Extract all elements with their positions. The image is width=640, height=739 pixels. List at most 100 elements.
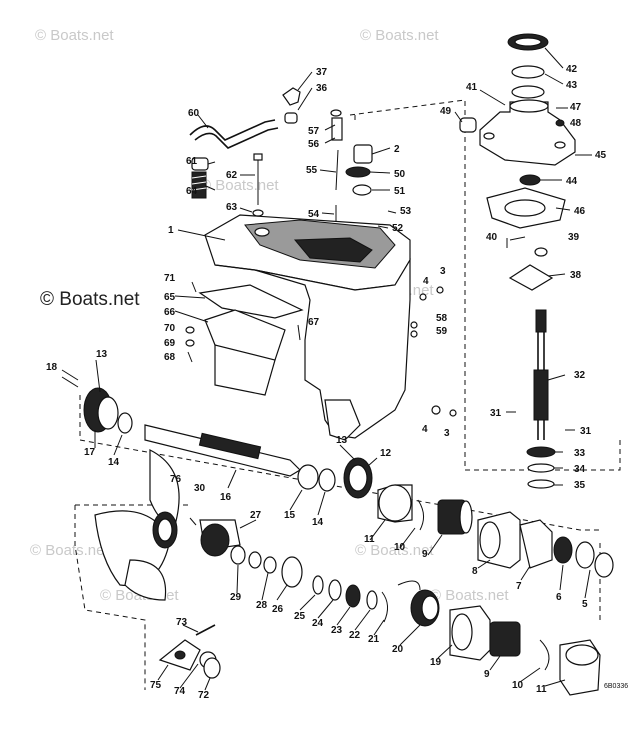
leader	[239, 207, 253, 213]
callout-53: 53	[400, 206, 412, 217]
leader	[339, 444, 356, 461]
screw-4-lower	[431, 405, 441, 415]
washer-34	[527, 463, 555, 473]
callout-17: 17	[84, 447, 96, 458]
leader	[454, 111, 463, 123]
callout-51: 51	[394, 186, 406, 197]
leader	[373, 619, 385, 636]
leader	[205, 185, 216, 191]
leader	[317, 491, 326, 516]
driveshaft-threads	[533, 369, 549, 421]
callout-46: 46	[574, 206, 586, 217]
driveshaft-32	[506, 309, 575, 489]
leader	[477, 559, 491, 569]
leader	[369, 519, 386, 541]
spring-body	[191, 171, 207, 199]
leader	[321, 212, 335, 215]
leader	[197, 114, 209, 129]
leader	[336, 606, 351, 626]
o-ring-39	[534, 247, 548, 257]
gearcase-body	[214, 257, 411, 439]
seal-42-inner	[514, 37, 542, 47]
leader	[317, 599, 334, 619]
propeller-blade-c	[124, 559, 167, 601]
housing-hole	[483, 132, 495, 140]
callout-16: 16	[220, 492, 232, 503]
callout-labels: 37 36 60 57 56 2 55 50 51 42 43 47 41 49…	[46, 64, 607, 701]
leader	[276, 584, 288, 601]
callout-36: 36	[316, 83, 328, 94]
watermark-top-right: © Boats.net	[360, 27, 439, 44]
carrier-8-face	[479, 521, 501, 559]
leader	[369, 171, 391, 174]
washer-72	[203, 657, 221, 679]
washer-63	[252, 209, 264, 217]
pinion-50	[345, 166, 371, 178]
leader	[354, 609, 371, 631]
propeller-shaft-16	[144, 424, 301, 477]
callout-69: 69	[164, 338, 176, 349]
callout-74: 74	[174, 686, 186, 697]
leader	[174, 295, 206, 299]
gasket-46-hole	[504, 199, 546, 217]
leader	[427, 534, 443, 556]
callout-35: 35	[574, 480, 586, 491]
callout-39: 39	[568, 232, 580, 243]
callout-8: 8	[472, 566, 478, 577]
bearing-2	[353, 144, 373, 164]
callout-66: 66	[164, 307, 176, 318]
callout-3-lower: 3	[444, 428, 450, 439]
callout-14-left: 14	[108, 457, 120, 468]
bearing-15	[297, 464, 319, 490]
leader	[319, 169, 337, 173]
anode-66-face	[214, 344, 276, 396]
screw-4-upper	[419, 293, 427, 301]
callout-12: 12	[380, 448, 392, 459]
callout-29: 29	[230, 592, 242, 603]
callout-11-upper: 11	[364, 534, 375, 545]
snap-ring-21	[381, 591, 388, 623]
screw-67	[297, 324, 301, 341]
gear-13-hub	[348, 464, 368, 492]
leader	[520, 565, 531, 581]
callout-73: 73	[176, 617, 188, 628]
housing-11-lower-face	[565, 644, 599, 666]
leader	[367, 457, 378, 467]
leader	[182, 624, 199, 633]
o-ring-57	[330, 109, 342, 117]
watermark-mid-right: © Boats.net	[355, 542, 434, 559]
callout-21: 21	[368, 634, 380, 645]
bearing-27-face	[200, 523, 230, 557]
nut-51	[352, 184, 372, 196]
leader	[227, 469, 237, 489]
washer-58	[410, 321, 418, 329]
gearcase-housing	[204, 214, 411, 441]
leader-lines	[94, 47, 591, 691]
watermark-top-left: © Boats.net	[35, 27, 114, 44]
screw-53	[387, 210, 397, 214]
pin-18b	[61, 376, 79, 388]
bearing-20-inner	[421, 595, 439, 621]
callout-40: 40	[486, 232, 498, 243]
leader	[113, 434, 123, 456]
spring-coil	[191, 181, 207, 185]
washer-28a	[248, 551, 262, 569]
leader	[479, 89, 506, 106]
o-ring-26	[281, 556, 303, 588]
callout-57: 57	[308, 126, 320, 137]
screw-62-head	[253, 153, 263, 161]
washer-5a	[575, 541, 595, 569]
callout-4-lower: 4	[422, 424, 428, 435]
callout-9-lower: 9	[484, 669, 490, 680]
skeg	[324, 399, 361, 441]
callout-37: 37	[316, 67, 328, 78]
propeller-hub-inner	[157, 518, 173, 542]
bearing-6	[553, 536, 573, 564]
washer-69	[185, 339, 195, 347]
callout-7: 7	[516, 581, 522, 592]
washer-5b	[594, 552, 614, 578]
leader	[437, 644, 453, 659]
leader	[544, 73, 564, 85]
leader	[204, 677, 211, 691]
watermark-upper-center: © Boats.net	[200, 177, 279, 194]
